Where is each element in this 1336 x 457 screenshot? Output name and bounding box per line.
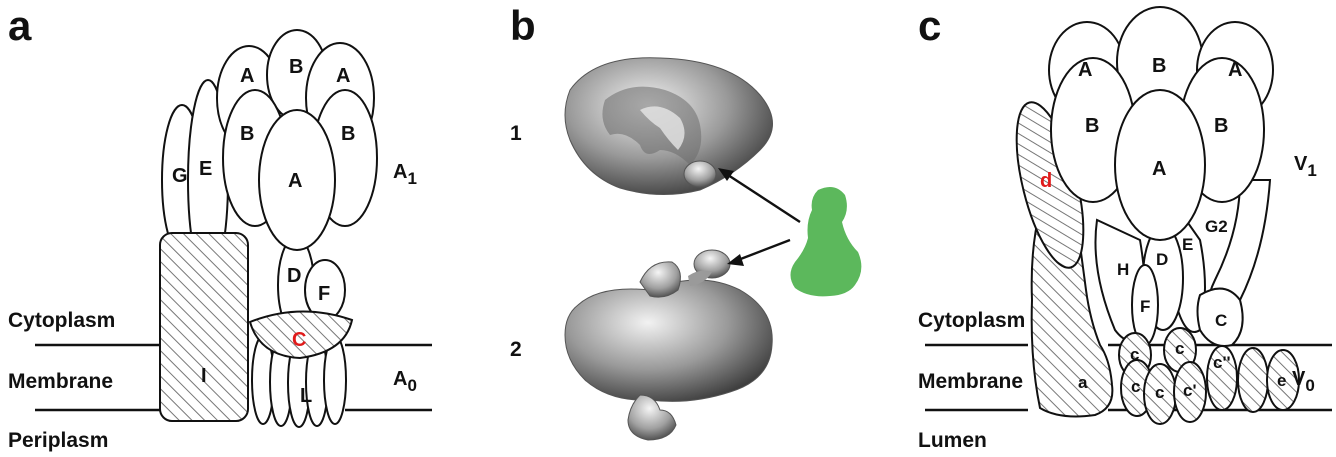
label-c-big: C <box>1215 311 1227 330</box>
region-cytoplasm-a: Cytoplasm <box>8 309 115 332</box>
complex-label-a1: A1 <box>393 161 417 188</box>
arrow-to-map-2 <box>727 240 790 266</box>
label-c-doubleprime: c'' <box>1213 353 1231 372</box>
label-e-small: e <box>1277 371 1286 390</box>
label-a-left-c: A <box>1078 59 1092 81</box>
map-2-label: 2 <box>510 338 522 361</box>
label-a-right: A <box>336 65 350 87</box>
panel-c: c <box>918 2 1332 452</box>
region-membrane-c: Membrane <box>918 370 1023 393</box>
complex-label-a0: A0 <box>393 368 417 395</box>
label-b-top-c: B <box>1152 55 1166 77</box>
label-f-c: F <box>1140 297 1150 316</box>
label-a-center: A <box>288 170 302 192</box>
density-map-2 <box>565 250 772 440</box>
label-c3: c <box>1131 377 1140 396</box>
region-periplasm-a: Periplasm <box>8 429 108 452</box>
region-membrane-a: Membrane <box>8 370 113 393</box>
label-b-top: B <box>289 56 303 78</box>
density-map-1 <box>565 58 773 195</box>
panel-b-letter: b <box>510 2 536 49</box>
label-f: F <box>318 283 330 305</box>
subunit-i <box>160 233 248 421</box>
panel-c-letter: c <box>918 2 941 49</box>
label-b-left-c: B <box>1085 115 1099 137</box>
label-a-small: a <box>1078 373 1088 392</box>
label-d-red: d <box>1040 170 1052 192</box>
label-e: E <box>199 158 212 180</box>
label-b-right: B <box>341 123 355 145</box>
label-d-c: D <box>1156 250 1168 269</box>
region-lumen-c: Lumen <box>918 429 987 452</box>
label-c: C <box>292 329 306 351</box>
label-h: H <box>1117 260 1129 279</box>
map-1-label: 1 <box>510 122 522 145</box>
label-g2: G2 <box>1205 217 1228 236</box>
label-b-left: B <box>240 123 254 145</box>
label-c2: c <box>1175 339 1184 358</box>
label-c4: c <box>1155 383 1164 402</box>
region-cytoplasm-c: Cytoplasm <box>918 309 1025 332</box>
label-a-left: A <box>240 65 254 87</box>
complex-label-v1: V1 <box>1294 153 1317 180</box>
label-a-center-c: A <box>1152 158 1166 180</box>
label-l: L <box>300 385 312 407</box>
label-e-c: E <box>1182 235 1193 254</box>
green-density <box>791 187 862 296</box>
label-d: D <box>287 265 301 287</box>
label-c5: c' <box>1183 381 1197 400</box>
label-b-right-c: B <box>1214 115 1228 137</box>
label-c1: c <box>1130 345 1139 364</box>
panel-a: a A B A B <box>8 2 432 452</box>
arrow-to-map-1 <box>718 168 800 222</box>
label-g: G <box>172 165 188 187</box>
label-a-right-c: A <box>1228 59 1242 81</box>
label-i: I <box>201 365 207 387</box>
panel-b: b 1 2 <box>510 2 861 440</box>
panel-a-letter: a <box>8 2 32 49</box>
